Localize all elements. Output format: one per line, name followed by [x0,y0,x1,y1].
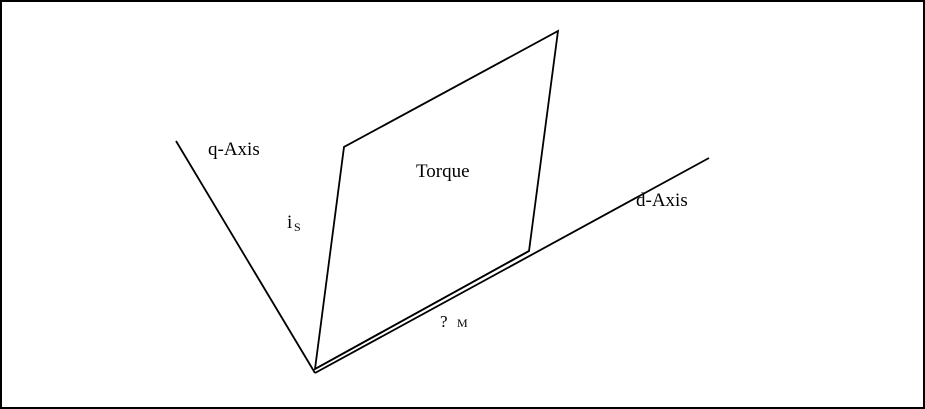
q-axis-label: q-Axis [208,139,260,160]
flux-subscript-label: M [457,316,468,330]
stator-current-label: i [287,212,292,233]
torque-label: Torque [416,161,470,182]
q-axis-line [175,140,316,374]
flux-symbol-label: ? [440,312,448,331]
torque-parallelogram [313,29,560,371]
d-axis-label: d-Axis [636,190,688,211]
d-axis-line [314,157,710,374]
stator-current-subscript: S [294,220,301,234]
